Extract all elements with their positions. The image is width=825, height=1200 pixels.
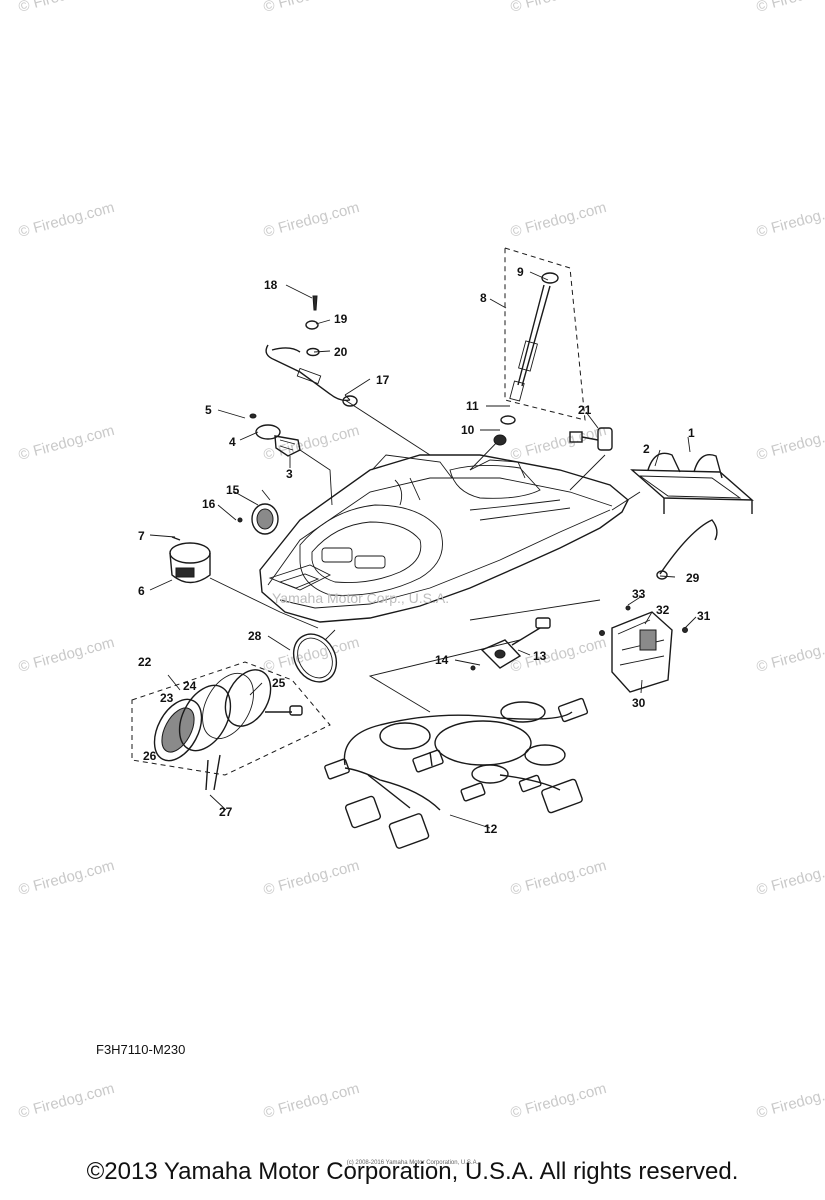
callout-19: 19 xyxy=(334,312,348,326)
callout-30: 30 xyxy=(632,696,646,710)
callout-17: 17 xyxy=(376,373,390,387)
ring-part xyxy=(292,633,338,683)
speaker-grill-part xyxy=(237,489,279,535)
copyright-text: ©2013 Yamaha Motor Corporation, U.S.A. A… xyxy=(86,1158,739,1185)
firedog-watermark: © Firedog.com xyxy=(755,1080,825,1122)
callout-9: 9 xyxy=(517,265,524,279)
firedog-watermark: © Firedog.com xyxy=(17,1080,117,1122)
callout-14: 14 xyxy=(435,653,449,667)
callout-1: 1 xyxy=(688,426,695,440)
hull-drawing xyxy=(259,454,629,623)
callout-labels: 1 2 3 4 5 6 7 8 9 10 11 12 13 14 15 16 1… xyxy=(138,265,711,836)
callout-23: 23 xyxy=(160,691,174,705)
firedog-watermark: © Firedog.com xyxy=(262,1080,362,1122)
firedog-watermark: © Firedog.com xyxy=(17,199,117,241)
callout-29: 29 xyxy=(686,571,700,585)
callout-3: 3 xyxy=(286,467,293,481)
speaker-assembly-part xyxy=(153,669,303,791)
firedog-watermark: © Firedog.com xyxy=(17,422,117,464)
callout-26: 26 xyxy=(143,749,157,763)
watermark-layer: © Firedog.com © Firedog.com © Firedog.com ©… xyxy=(17,0,825,1122)
firedog-watermark: © Firedog.com xyxy=(17,634,117,676)
callout-25: 25 xyxy=(272,676,286,690)
callout-24: 24 xyxy=(183,679,197,693)
wire-harness-part xyxy=(324,697,589,849)
firedog-watermark: © Firedog.com xyxy=(509,1080,609,1122)
firedog-watermark: © Firedog.com xyxy=(755,634,825,676)
firedog-watermark: © Firedog.com xyxy=(509,0,609,16)
harness-connectors xyxy=(324,697,589,849)
firedog-watermark: © Firedog.com xyxy=(509,422,609,464)
callout-2: 2 xyxy=(643,442,650,456)
callout-7: 7 xyxy=(138,529,145,543)
callout-18: 18 xyxy=(264,278,278,292)
callout-27: 27 xyxy=(219,805,233,819)
firedog-watermark: © Firedog.com xyxy=(509,634,609,676)
callout-33: 33 xyxy=(632,587,646,601)
control-box-part xyxy=(599,605,688,693)
connector-part-21 xyxy=(569,427,613,451)
firedog-watermark: © Firedog.com xyxy=(262,634,362,676)
callout-28: 28 xyxy=(248,629,262,643)
callout-31: 31 xyxy=(697,609,711,623)
small-copyright-text: (c) 2008-2016 Yamaha Motor Corporation, … xyxy=(346,1160,479,1166)
antenna-assembly-outline xyxy=(504,247,586,421)
callout-12: 12 xyxy=(484,822,498,836)
speaker-assembly-outline xyxy=(131,661,331,776)
rail-part xyxy=(265,344,358,407)
inline-watermark-text: Yamaha Motor Corp., U.S.A. xyxy=(272,590,449,606)
callout-8: 8 xyxy=(480,291,487,305)
callout-10: 10 xyxy=(461,423,475,437)
firedog-watermark: © Firedog.com xyxy=(755,0,825,16)
callout-5: 5 xyxy=(205,403,212,417)
firedog-watermark: © Firedog.com xyxy=(509,199,609,241)
firedog-watermark: © Firedog.com xyxy=(262,857,362,899)
callout-6: 6 xyxy=(138,584,145,598)
cable-part-29 xyxy=(659,519,718,575)
firedog-watermark: © Firedog.com xyxy=(17,857,117,899)
firedog-watermark: © Firedog.com xyxy=(509,857,609,899)
firedog-watermark: © Firedog.com xyxy=(755,422,825,464)
nav-light-part xyxy=(169,536,211,584)
vent-cover-part xyxy=(249,413,301,457)
callout-20: 20 xyxy=(334,345,348,359)
callout-22: 22 xyxy=(138,655,152,669)
firedog-watermark: © Firedog.com xyxy=(262,0,362,16)
callout-16: 16 xyxy=(202,497,216,511)
callout-15: 15 xyxy=(226,483,240,497)
plate-part-13 xyxy=(470,617,551,671)
callout-21: 21 xyxy=(578,403,592,417)
bracket-part xyxy=(630,452,754,514)
antenna-part xyxy=(493,272,559,446)
firedog-watermark: © Firedog.com xyxy=(17,0,117,16)
callout-11: 11 xyxy=(466,399,479,413)
diagram-code-label: F3H7110-M230 xyxy=(96,1042,186,1057)
callout-4: 4 xyxy=(229,435,236,449)
callout-13: 13 xyxy=(533,649,547,663)
firedog-watermark: © Firedog.com xyxy=(755,199,825,241)
firedog-watermark: © Firedog.com xyxy=(755,857,825,899)
callout-32: 32 xyxy=(656,603,670,617)
fasteners-18-20 xyxy=(305,295,320,357)
firedog-watermark: © Firedog.com xyxy=(262,199,362,241)
